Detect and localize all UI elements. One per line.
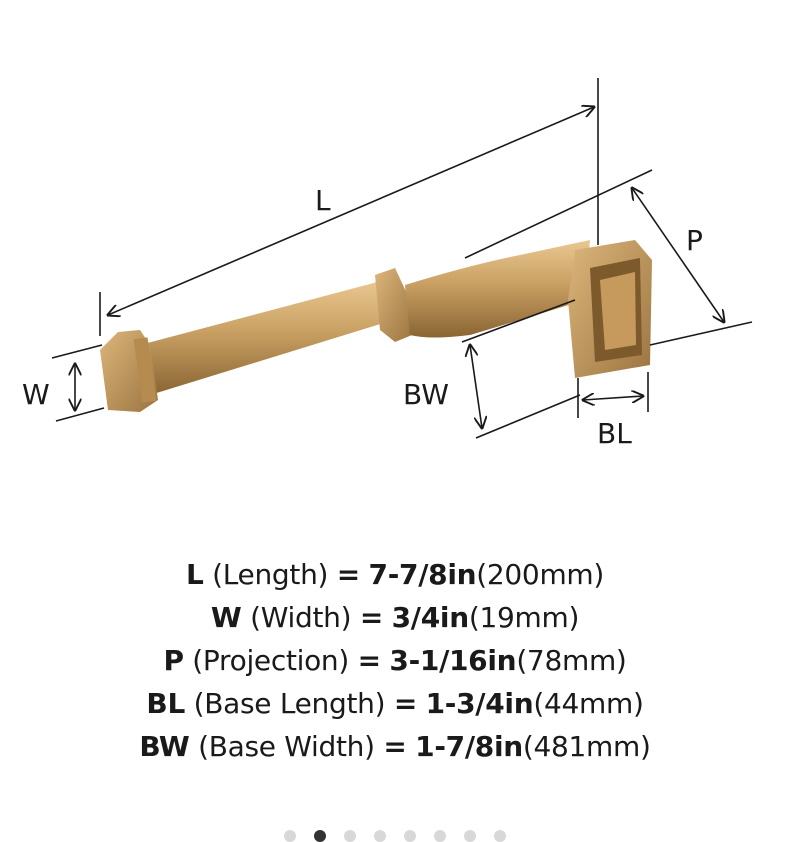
spec-length: L (Length) = 7-7/8in(200mm)	[0, 553, 790, 596]
carousel-dot-7[interactable]	[464, 830, 476, 842]
spec-base-length: BL (Base Length) = 1-3/4in(44mm)	[0, 682, 790, 725]
dim-label-w: W	[22, 378, 50, 411]
spec-imperial: 1-3/4in	[425, 687, 534, 720]
spec-base-width: BW (Base Width) = 1-7/8in(481mm)	[0, 725, 790, 768]
spec-imperial: 1-7/8in	[415, 730, 523, 763]
carousel-dot-1[interactable]	[284, 830, 296, 842]
spec-name: (Width)	[250, 601, 352, 634]
spec-projection: P (Projection) = 3-1/16in(78mm)	[0, 639, 790, 682]
carousel-dot-8[interactable]	[494, 830, 506, 842]
spec-metric: (481mm)	[522, 730, 651, 763]
spec-code: L	[185, 558, 204, 591]
spec-eq: =	[393, 687, 417, 720]
spec-eq: =	[383, 730, 407, 763]
spec-code: P	[163, 644, 184, 677]
spec-eq: =	[357, 644, 381, 677]
dimension-lines	[51, 78, 753, 439]
carousel-dot-5[interactable]	[404, 830, 416, 842]
dimension-diagram: L P W BW BL	[22, 78, 753, 450]
spec-list: L (Length) = 7-7/8in(200mm) W (Width) = …	[0, 553, 790, 768]
carousel-dot-4[interactable]	[374, 830, 386, 842]
spec-metric: (200mm)	[476, 558, 605, 591]
spec-name: (Base Width)	[198, 730, 375, 763]
carousel-dot-6[interactable]	[434, 830, 446, 842]
dim-label-bw: BW	[403, 378, 449, 411]
dim-label-bl: BL	[597, 417, 632, 450]
spec-name: (Base Length)	[193, 687, 386, 720]
spec-imperial: 7-7/8in	[368, 558, 477, 591]
spec-width: W (Width) = 3/4in(19mm)	[0, 596, 790, 639]
spec-eq: =	[359, 601, 383, 634]
dim-label-l: L	[315, 184, 331, 217]
spec-name: (Projection)	[192, 644, 349, 677]
spec-code: W	[210, 601, 242, 634]
carousel-dots	[0, 830, 790, 842]
spec-code: BL	[146, 687, 185, 720]
spec-metric: (78mm)	[516, 644, 627, 677]
spec-code: BW	[139, 730, 190, 763]
carousel-dot-3[interactable]	[344, 830, 356, 842]
spec-imperial: 3/4in	[391, 601, 470, 634]
spec-metric: (19mm)	[468, 601, 580, 634]
spec-imperial: 3-1/16in	[389, 644, 517, 677]
carousel-dot-2[interactable]	[314, 830, 326, 842]
spec-name: (Length)	[212, 558, 329, 591]
dim-label-p: P	[686, 224, 703, 257]
spec-metric: (44mm)	[533, 687, 644, 720]
spec-eq: =	[336, 558, 360, 591]
product-toilet-paper-holder	[100, 240, 652, 412]
